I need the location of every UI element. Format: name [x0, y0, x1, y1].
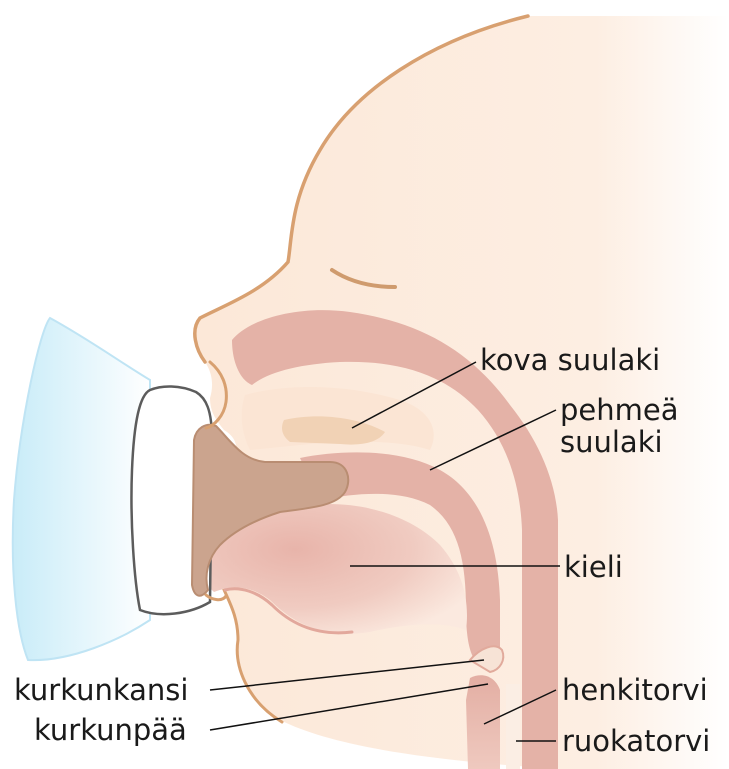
esophagus	[506, 684, 520, 769]
label-soft-palate-line2: suulaki	[560, 426, 663, 458]
breathing-mask	[13, 318, 212, 660]
label-esophagus: ruokatorvi	[562, 725, 710, 757]
label-tongue: kieli	[564, 551, 623, 583]
label-larynx: kurkunpää	[34, 714, 187, 746]
label-trachea: henkitorvi	[562, 674, 708, 706]
larynx	[466, 675, 500, 769]
label-epiglottis: kurkunkansi	[14, 674, 188, 706]
label-hard-palate: kova suulaki	[480, 344, 660, 376]
label-soft-palate-line1: pehmeä	[560, 394, 679, 426]
